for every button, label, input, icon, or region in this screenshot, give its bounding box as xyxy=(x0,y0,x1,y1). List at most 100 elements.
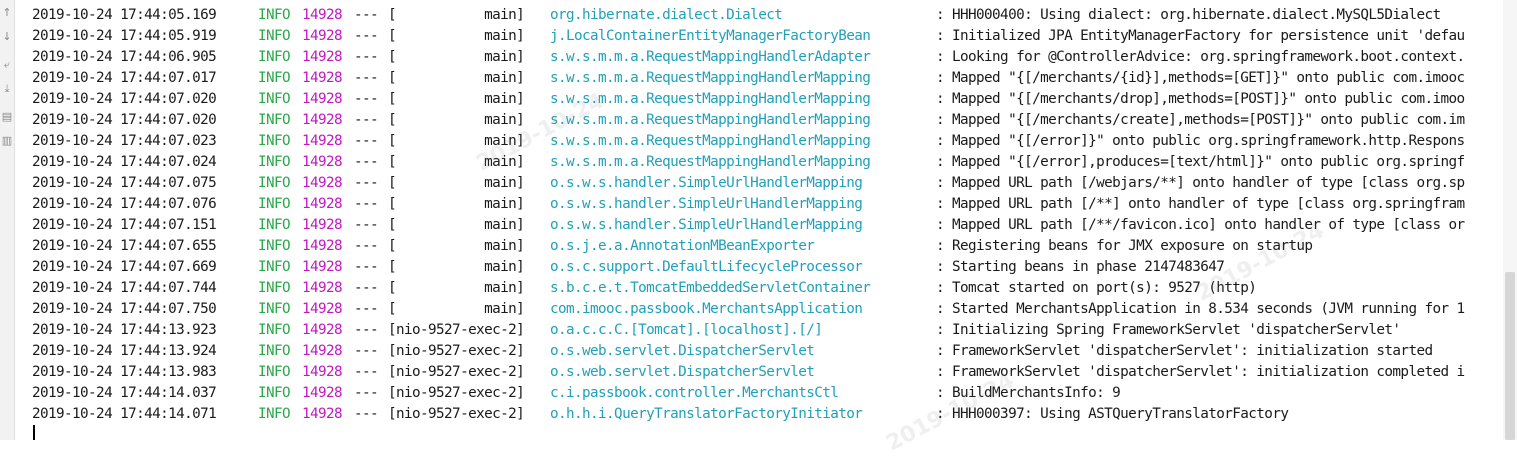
logger-name: s.w.s.m.m.a.RequestMappingHandlerMapping xyxy=(550,70,871,86)
separator: --- xyxy=(354,385,379,401)
thread-name: [nio-9527-exec-2] xyxy=(388,385,525,401)
log-message: : Initialized JPA EntityManagerFactory f… xyxy=(936,28,1465,44)
log-message: : Started MerchantsApplication in 8.534 … xyxy=(936,301,1465,317)
log-level: INFO xyxy=(258,343,291,359)
vertical-scrollbar[interactable] xyxy=(1503,0,1517,440)
logger-name: s.w.s.m.m.a.RequestMappingHandlerMapping xyxy=(550,154,871,170)
log-message: : Looking for @ControllerAdvice: org.spr… xyxy=(936,49,1465,65)
thread-name: [ main] xyxy=(388,196,525,212)
log-level: INFO xyxy=(258,49,291,65)
timestamp: 2019-10-24 17:44:07.020 xyxy=(32,112,217,128)
process-id: 14928 xyxy=(302,238,343,254)
log-message: : Mapped "{[/error],produces=[text/html]… xyxy=(936,154,1465,170)
log-message: : Registering beans for JMX exposure on … xyxy=(936,238,1313,254)
process-id: 14928 xyxy=(302,280,343,296)
process-id: 14928 xyxy=(302,70,343,86)
print-icon[interactable]: ▤ xyxy=(1,110,13,123)
timestamp: 2019-10-24 17:44:13.983 xyxy=(32,364,217,380)
separator: --- xyxy=(354,238,379,254)
log-level: INFO xyxy=(258,175,291,191)
log-message: : HHH000397: Using ASTQueryTranslatorFac… xyxy=(936,406,1289,422)
logger-name: j.LocalContainerEntityManagerFactoryBean xyxy=(550,28,871,44)
logger-name: o.s.c.support.DefaultLifecycleProcessor xyxy=(550,259,863,275)
log-message: : Mapped "{[/merchants/drop],methods=[PO… xyxy=(936,91,1465,107)
log-message: : Initializing Spring FrameworkServlet '… xyxy=(936,322,1401,338)
thread-name: [ main] xyxy=(388,175,525,191)
process-id: 14928 xyxy=(302,322,343,338)
process-id: 14928 xyxy=(302,49,343,65)
logger-name: s.w.s.m.m.a.RequestMappingHandlerMapping xyxy=(550,91,871,107)
process-id: 14928 xyxy=(302,343,343,359)
log-message: : Mapped URL path [/webjars/**] onto han… xyxy=(936,175,1465,191)
log-message: : BuildMerchantsInfo: 9 xyxy=(936,385,1121,401)
log-line: 2019-10-24 17:44:13.923 INFO 14928 --- [nio-… xyxy=(32,320,1503,341)
process-id: 14928 xyxy=(302,301,343,317)
logger-name: o.s.web.servlet.DispatcherServlet xyxy=(550,343,815,359)
log-message: : Mapped URL path [/**] onto handler of … xyxy=(936,196,1465,212)
logger-name: o.s.w.s.handler.SimpleUrlHandlerMapping xyxy=(550,217,863,233)
logger-name: o.s.web.servlet.DispatcherServlet xyxy=(550,364,815,380)
thread-name: [ main] xyxy=(388,217,525,233)
process-id: 14928 xyxy=(302,133,343,149)
separator: --- xyxy=(354,280,379,296)
logger-name: com.imooc.passbook.MerchantsApplication xyxy=(550,301,863,317)
separator: --- xyxy=(354,343,379,359)
log-level: INFO xyxy=(258,280,291,296)
separator: --- xyxy=(354,154,379,170)
timestamp: 2019-10-24 17:44:07.020 xyxy=(32,91,217,107)
trash-icon[interactable]: ▥ xyxy=(1,134,13,147)
scroll-to-end-icon[interactable]: ⤓ xyxy=(4,82,10,95)
timestamp: 2019-10-24 17:44:14.037 xyxy=(32,385,217,401)
log-level: INFO xyxy=(258,364,291,380)
log-level: INFO xyxy=(258,28,291,44)
thread-name: [nio-9527-exec-2] xyxy=(388,364,525,380)
timestamp: 2019-10-24 17:44:07.023 xyxy=(32,133,217,149)
thread-name: [ main] xyxy=(388,238,525,254)
thread-name: [nio-9527-exec-2] xyxy=(388,322,525,338)
scrollbar-thumb[interactable] xyxy=(1505,272,1515,440)
timestamp: 2019-10-24 17:44:13.924 xyxy=(32,343,217,359)
timestamp: 2019-10-24 17:44:05.169 xyxy=(32,7,217,23)
log-level: INFO xyxy=(258,112,291,128)
timestamp: 2019-10-24 17:44:07.076 xyxy=(32,196,217,212)
process-id: 14928 xyxy=(302,217,343,233)
log-message: : Mapped URL path [/**/favicon.ico] onto… xyxy=(936,217,1465,233)
log-message: : FrameworkServlet 'dispatcherServlet': … xyxy=(936,343,1433,359)
timestamp: 2019-10-24 17:44:13.923 xyxy=(32,322,217,338)
separator: --- xyxy=(354,112,379,128)
arrow-down-icon[interactable]: ↓ xyxy=(2,30,12,43)
separator: --- xyxy=(354,322,379,338)
process-id: 14928 xyxy=(302,28,343,44)
process-id: 14928 xyxy=(302,385,343,401)
separator: --- xyxy=(354,196,379,212)
timestamp: 2019-10-24 17:44:06.905 xyxy=(32,49,217,65)
timestamp: 2019-10-24 17:44:07.075 xyxy=(32,175,217,191)
thread-name: [ main] xyxy=(388,7,525,23)
separator: --- xyxy=(354,259,379,275)
arrow-up-icon[interactable]: ↑ xyxy=(2,6,12,19)
timestamp: 2019-10-24 17:44:07.750 xyxy=(32,301,217,317)
log-level: INFO xyxy=(258,322,291,338)
log-level: INFO xyxy=(258,196,291,212)
log-level: INFO xyxy=(258,154,291,170)
separator: --- xyxy=(354,301,379,317)
text-caret xyxy=(33,425,35,440)
logger-name: o.s.w.s.handler.SimpleUrlHandlerMapping xyxy=(550,196,863,212)
process-id: 14928 xyxy=(302,364,343,380)
thread-name: [ main] xyxy=(388,49,525,65)
soft-wrap-icon[interactable]: ⤶ xyxy=(3,58,11,71)
log-message: : Mapped "{[/merchants/create],methods=[… xyxy=(936,112,1465,128)
logger-name: o.s.j.e.a.AnnotationMBeanExporter xyxy=(550,238,815,254)
separator: --- xyxy=(354,70,379,86)
timestamp: 2019-10-24 17:44:05.919 xyxy=(32,28,217,44)
log-level: INFO xyxy=(258,238,291,254)
process-id: 14928 xyxy=(302,154,343,170)
